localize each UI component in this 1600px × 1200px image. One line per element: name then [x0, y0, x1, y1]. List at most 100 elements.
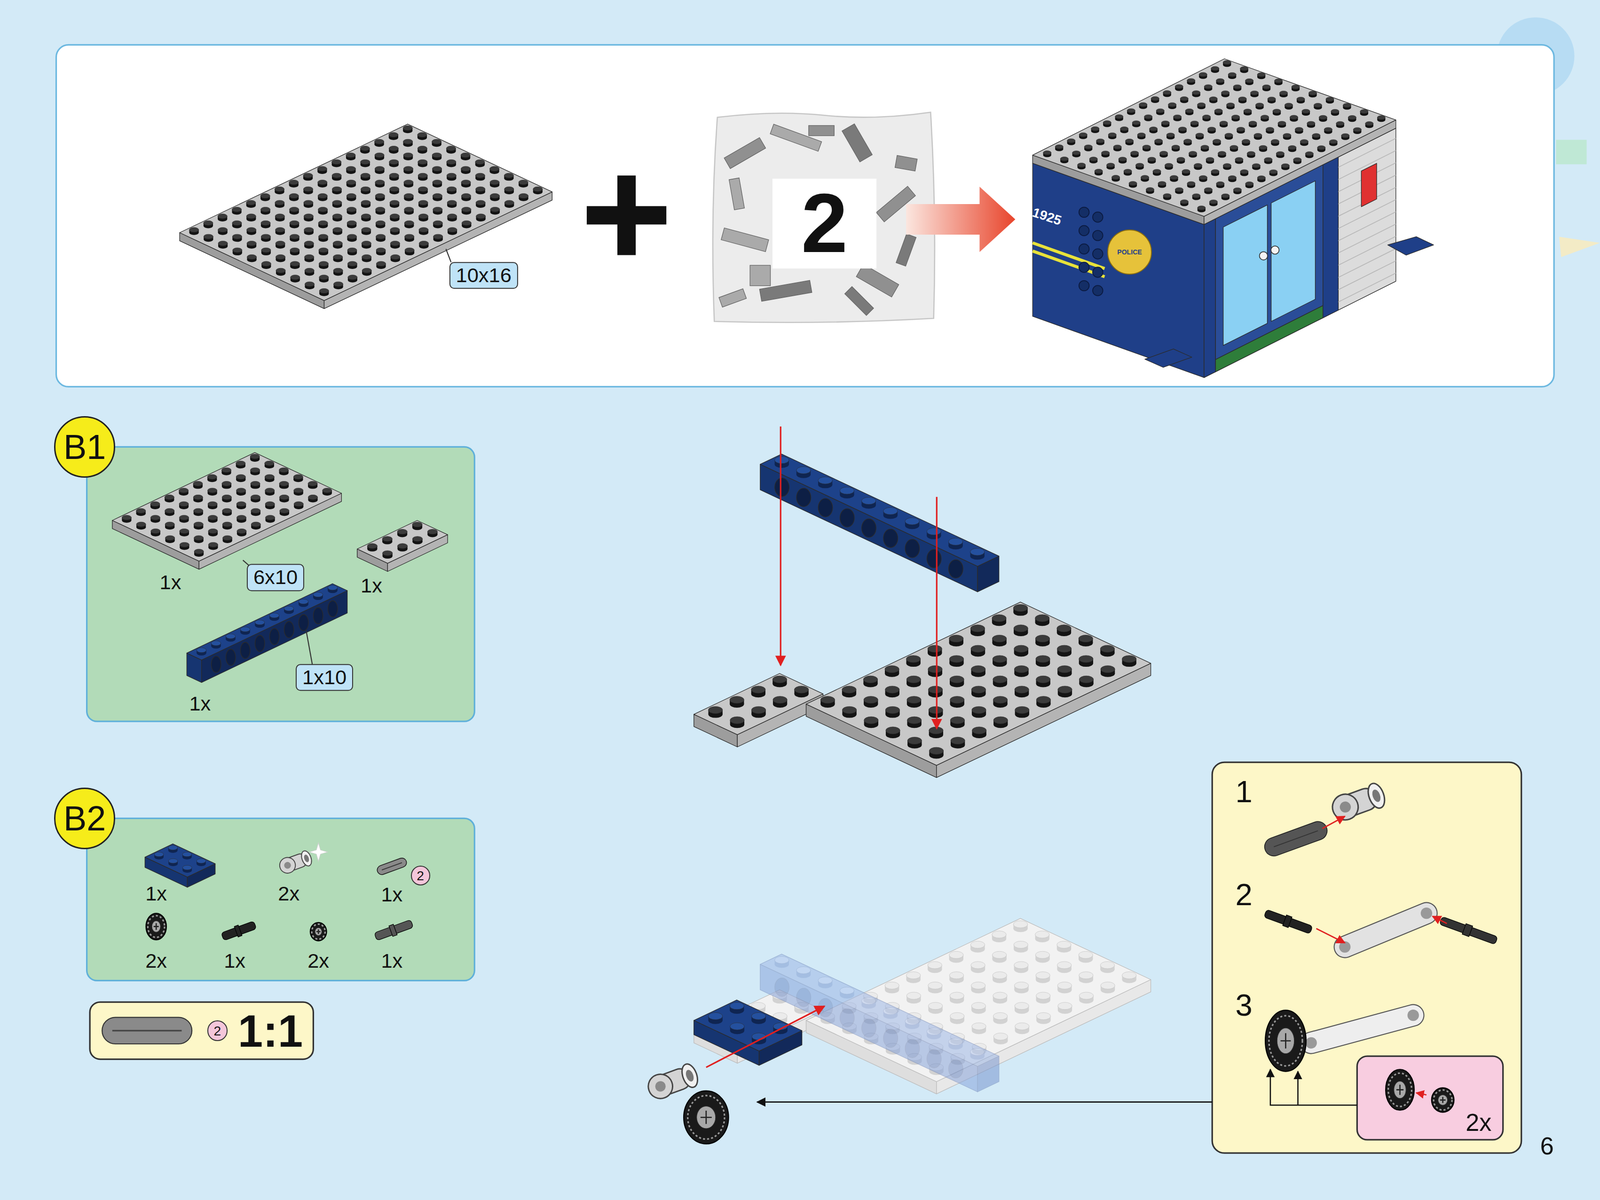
stud — [1127, 108, 1135, 113]
stud — [949, 971, 964, 979]
connector-hole — [283, 860, 292, 870]
stud — [950, 696, 965, 704]
stud — [1313, 102, 1322, 108]
stud — [250, 454, 260, 459]
stud — [842, 685, 857, 694]
technic-hole — [1092, 212, 1104, 223]
stud — [1163, 90, 1172, 95]
stud — [949, 992, 964, 1000]
technic-hole — [1079, 280, 1090, 292]
stud — [417, 146, 427, 151]
connector-end — [678, 1061, 701, 1090]
stud — [346, 206, 357, 212]
stud — [318, 206, 328, 212]
stud — [1270, 139, 1279, 144]
stud — [327, 585, 338, 591]
brick-line — [1338, 248, 1396, 278]
stud — [418, 227, 429, 233]
technic-hole — [948, 1059, 964, 1079]
door-glass — [1223, 204, 1268, 346]
stud — [1187, 78, 1196, 83]
stud — [1207, 126, 1216, 132]
stud — [236, 515, 246, 521]
stud — [461, 220, 472, 226]
stud — [1252, 163, 1261, 168]
quantity-box-outline — [1356, 1056, 1503, 1140]
stud — [1035, 971, 1050, 979]
stud — [1198, 72, 1207, 77]
instruction-arrow — [1316, 928, 1346, 943]
stud — [1221, 193, 1230, 198]
instruction-arrow — [1270, 1069, 1357, 1105]
stud — [1158, 181, 1167, 186]
stud — [164, 494, 174, 500]
stud — [269, 613, 280, 618]
stud — [403, 180, 414, 185]
stud — [232, 234, 242, 239]
instruction-arrow — [1432, 916, 1447, 924]
stud — [708, 1012, 723, 1020]
pin-body — [374, 919, 414, 941]
stud — [1276, 151, 1285, 156]
stud — [883, 507, 898, 515]
stud — [375, 180, 385, 185]
stud — [303, 173, 313, 178]
stud — [1035, 951, 1050, 959]
stud — [417, 159, 428, 165]
gear-hub — [1438, 1094, 1448, 1105]
stud — [460, 152, 471, 158]
stud — [1106, 163, 1115, 168]
stud — [1079, 971, 1094, 979]
stud — [1072, 150, 1081, 156]
technic-hole — [796, 988, 812, 1007]
stud — [150, 515, 160, 521]
stud — [279, 467, 289, 473]
stud — [332, 227, 343, 233]
axle-ridge — [112, 1029, 182, 1032]
stud — [1125, 138, 1134, 143]
stud — [1281, 163, 1290, 168]
gear-axle-hole — [316, 929, 321, 934]
top-face — [179, 124, 552, 301]
stud — [1312, 133, 1321, 138]
stud — [1240, 169, 1249, 174]
stud — [818, 476, 833, 484]
instruction-arrow — [1297, 1071, 1299, 1106]
step-badge: B1 — [54, 416, 116, 478]
technic-hole — [926, 549, 942, 568]
stud — [1013, 941, 1028, 949]
bagged-part — [721, 228, 769, 252]
bagged-part — [842, 123, 873, 162]
bagged-part — [808, 125, 835, 136]
stud — [884, 981, 899, 989]
stud — [246, 213, 256, 219]
stud — [1274, 78, 1283, 84]
stud — [970, 624, 985, 632]
stud — [182, 865, 192, 870]
sub-assembly-callout: 1232x — [1212, 762, 1522, 1153]
stud — [1035, 655, 1050, 663]
stud — [490, 206, 500, 212]
stud — [1293, 157, 1302, 162]
stud — [1200, 145, 1209, 150]
beam-outline — [1311, 1015, 1414, 1043]
part-count: 2x — [145, 951, 167, 972]
stud — [504, 200, 514, 205]
stud — [907, 736, 922, 744]
stud — [1130, 150, 1139, 156]
stud — [1226, 102, 1235, 108]
stud — [1336, 121, 1345, 126]
stud — [1219, 120, 1228, 126]
technic-hole — [225, 649, 236, 666]
stud — [203, 234, 213, 239]
stud — [1212, 139, 1221, 144]
stud — [193, 481, 203, 487]
stud — [1161, 120, 1170, 126]
stud — [1014, 665, 1029, 673]
stud — [319, 288, 329, 294]
stud — [447, 186, 457, 192]
stud — [446, 159, 457, 165]
stud — [332, 241, 343, 246]
stud — [333, 267, 343, 273]
parts-panel-outline — [86, 446, 475, 722]
